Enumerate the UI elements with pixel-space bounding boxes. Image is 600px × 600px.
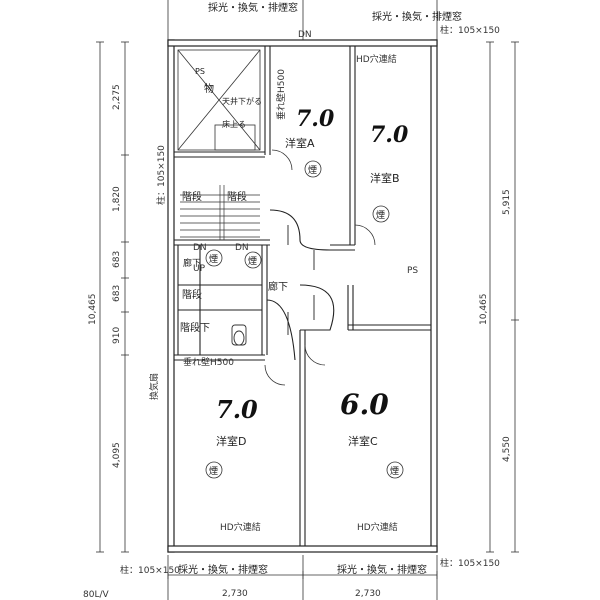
handwritten-a: 7.0 [296, 106, 335, 132]
room-label-under-stairs: 階段下 [180, 321, 210, 334]
hd-label-top: HD穴連結 [356, 53, 397, 65]
note-hang-wall-a: 垂れ壁H500 [275, 69, 287, 120]
handwritten-c: 6.0 [340, 388, 389, 421]
window-label-top-left: 採光・換気・排煙窓 [208, 1, 298, 14]
window-label-top-right: 採光・換気・排煙窓 [372, 10, 462, 23]
room-label-c: 洋室C [348, 434, 378, 448]
dim-bottom-2: 2,730 [355, 589, 381, 599]
room-label-b: 洋室B [370, 171, 400, 185]
room-label-a: 洋室A [285, 136, 315, 150]
column-label-bottom-right: 柱：105×150 [440, 557, 500, 569]
note-dn2: DN [235, 243, 249, 253]
dim-left-6: 4,095 [112, 442, 122, 468]
smoke-icon: 煙 [209, 254, 218, 265]
room-label-hall: 廊下 [268, 280, 288, 293]
dim-left-2: 1,820 [112, 186, 122, 212]
column-label-left: 柱：105×150 [155, 145, 167, 205]
dim-bottom-1: 2,730 [222, 589, 248, 599]
note-top-dn: DN [298, 30, 312, 40]
smoke-icon: 煙 [308, 165, 317, 176]
storage-box [177, 49, 261, 151]
interior-walls [174, 46, 431, 546]
column-label-bottom-left: 柱：105×150 [120, 564, 180, 576]
hd-label-bottom-right: HD穴連結 [357, 521, 398, 533]
dim-left-4: 683 [112, 285, 122, 302]
hd-label-bottom-left: HD穴連結 [220, 521, 261, 533]
smoke-icon: 煙 [390, 466, 399, 477]
handwritten-b: 7.0 [370, 122, 409, 148]
note-ps-top: PS [195, 67, 205, 76]
toilet [231, 324, 247, 346]
dim-left-1: 2,275 [112, 84, 122, 110]
smoke-icon: 煙 [209, 466, 218, 477]
dim-right-2: 4,550 [502, 436, 512, 462]
dimension-lines [96, 0, 519, 600]
smoke-icon: 煙 [376, 210, 385, 221]
room-label-stairs3: 階段 [182, 288, 202, 301]
dim-total-right: 10,465 [479, 294, 489, 326]
note-hang-wall-d: 垂れ壁H500 [183, 356, 234, 368]
dim-left-5: 910 [112, 327, 122, 344]
dim-left-3: 683 [112, 251, 122, 268]
room-label-stairs1: 階段 [182, 190, 202, 203]
note-ps-right: PS [407, 266, 418, 276]
note-up: UP [193, 264, 206, 274]
window-label-bottom-right: 採光・換気・排煙窓 [337, 563, 427, 576]
doors [264, 149, 376, 386]
hall-curves [266, 209, 335, 361]
handwritten-d: 7.0 [216, 395, 258, 424]
dim-right-1: 5,915 [502, 189, 512, 215]
dim-total-left: 10,465 [88, 294, 98, 326]
room-label-hall2: 廊下 [183, 257, 201, 269]
outer-walls [167, 39, 438, 553]
note-mono: 物 [204, 82, 214, 95]
note-ceiling-down: 天井下がる [222, 96, 262, 106]
room-label-d: 洋室D [216, 434, 246, 448]
room-label-stairs2: 階段 [227, 190, 247, 203]
stairs [180, 185, 260, 240]
note-floor-up: 床上る [222, 119, 246, 129]
column-label-top-right: 柱：105×150 [440, 24, 500, 36]
smoke-icon: 煙 [248, 256, 257, 267]
dim-corner: 80L/V [83, 590, 109, 600]
smoke-detectors: 煙 煙 煙 煙 煙 煙 [205, 160, 404, 479]
hall-arrows [287, 225, 315, 335]
window-label-bottom-left: 採光・換気・排煙窓 [178, 563, 268, 576]
note-vent: 換気扇 [148, 373, 160, 400]
note-dn1: DN [193, 243, 207, 253]
